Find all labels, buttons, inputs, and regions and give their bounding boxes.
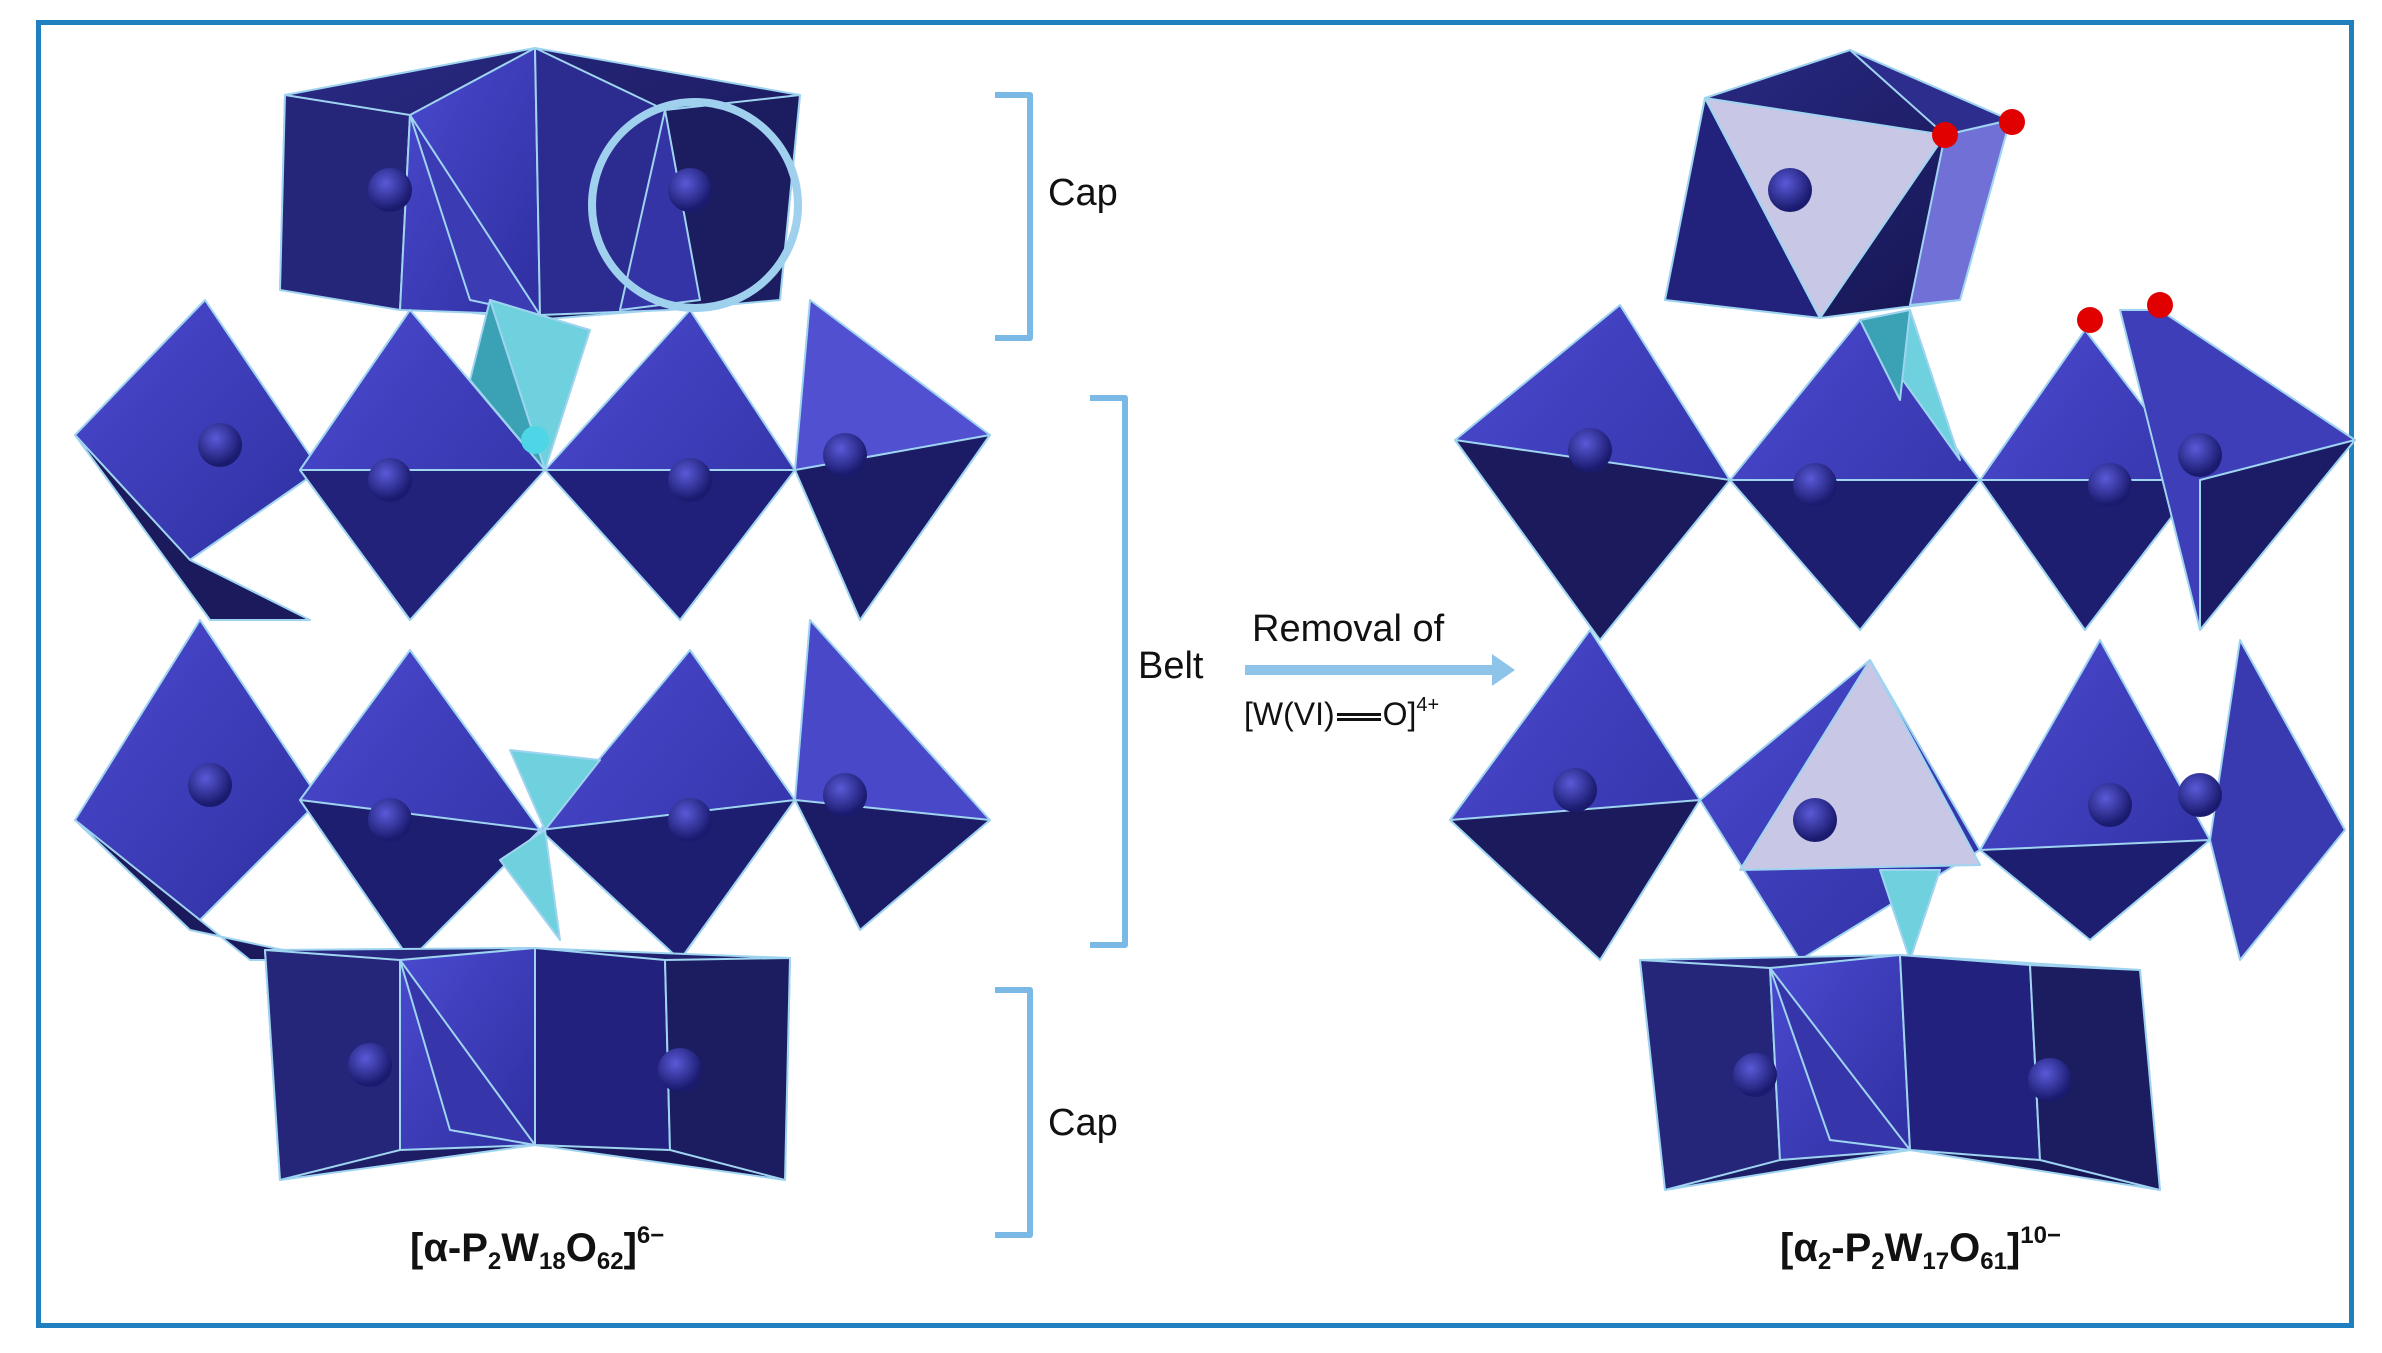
left-top-cap [279,47,801,321]
left-structure [74,47,991,1181]
cap-top-bracket [995,92,1033,341]
cap-bottom-label: Cap [1048,1102,1118,1144]
left-formula: [α-P2W18O62]6− [410,1222,665,1275]
right-lower-belt [1449,629,2346,961]
reaction-species-charge: 4+ [1416,694,1440,716]
right-upper-belt [1454,304,2356,641]
right-formula: [α2-P2W17O61]10− [1780,1222,2061,1275]
left-upper-belt [74,299,991,621]
double-bond [1336,713,1381,721]
reaction-species-right: O] [1382,696,1417,732]
left-bottom-cap [264,947,791,1181]
brackets [995,92,1128,1238]
right-bottom-cap [1639,954,2161,1191]
reaction-label-line1: Removal of [1252,608,1445,650]
left-lower-belt [74,619,991,961]
cap-bottom-bracket [995,987,1033,1238]
terminal-oxygen-atoms [1932,109,2173,333]
highlight-circle [588,98,802,312]
reaction-species-left: [W(VI) [1244,696,1335,732]
belt-label: Belt [1138,645,1204,687]
right-structure [1449,49,2356,1191]
cap-top-label: Cap [1048,172,1118,214]
belt-bracket [1090,395,1128,948]
right-top-cap [1664,49,2011,319]
reaction-arrow [1245,654,1515,686]
reaction-species: [W(VI) O]4+ [1244,694,1439,733]
vacancy-polyhedron-top [1704,97,1946,319]
